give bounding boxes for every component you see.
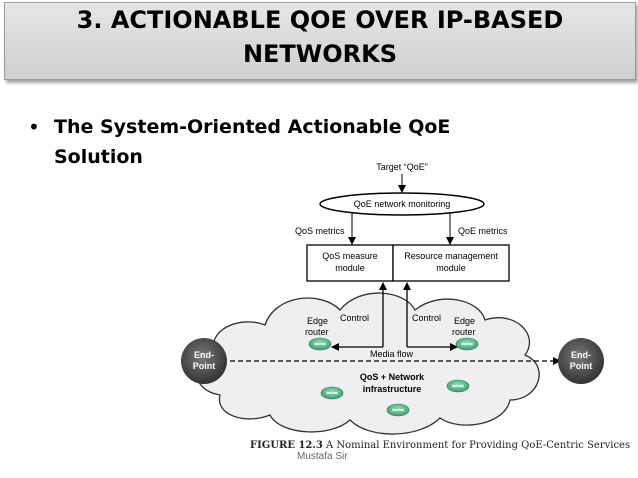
router-icon: [455, 337, 479, 351]
bullet-list: • The System-Oriented Actionable QoE Sol…: [28, 112, 528, 172]
edge-router-right-label-1: Edge: [454, 316, 475, 326]
slide-title-box: 3. ACTIONABLE QOE OVER IP-BASED NETWORKS: [4, 2, 636, 80]
control-left-label: Control: [340, 313, 369, 323]
slide-title-line-2: NETWORKS: [242, 40, 398, 68]
qos-metrics-label: QoS metrics: [295, 226, 345, 236]
qoe-diagram: Target “QoE” QoE network monitoring QoS …: [181, 162, 604, 435]
target-qoe-label: Target “QoE”: [376, 162, 428, 172]
qos-module-label-2: module: [335, 263, 365, 273]
bullet-item: • The System-Oriented Actionable QoE Sol…: [28, 112, 528, 172]
infrastructure-label-2: infrastructure: [363, 384, 422, 394]
infrastructure-label-1: QoS + Network: [360, 372, 425, 382]
qos-measure-module-box: [306, 244, 394, 282]
edge-router-right-label-2: router: [452, 327, 476, 337]
network-cloud: [196, 292, 540, 435]
rm-module-label-1: Resource management: [404, 251, 498, 261]
qoe-monitoring-ellipse: [319, 192, 485, 216]
figure-caption-text: A Nominal Environment for Providing QoE-…: [326, 440, 631, 451]
router-icon: [386, 403, 410, 417]
bullet-text-line-2: Solution: [54, 146, 143, 168]
endpoint-left-icon: [181, 338, 227, 384]
resource-management-module-box: [392, 244, 510, 282]
qoe-monitoring-label: QoE network monitoring: [354, 199, 451, 209]
media-flow-label: Media flow: [370, 349, 414, 359]
endpoint-right-icon: [558, 338, 604, 384]
endpoint-left-label-1: End-: [194, 350, 214, 360]
rm-module-label-2: module: [436, 263, 466, 273]
endpoint-left-label-2: Point: [193, 361, 216, 371]
router-icon: [308, 337, 332, 351]
qos-module-label-1: QoS measure: [322, 251, 378, 261]
router-icon: [320, 386, 344, 400]
control-right-label: Control: [412, 313, 441, 323]
qoe-metrics-label: QoE metrics: [458, 226, 508, 236]
endpoint-right-label-1: End-: [571, 350, 591, 360]
bullet-dot-icon: •: [28, 115, 40, 139]
figure-label: FIGURE 12.3: [250, 440, 323, 451]
edge-router-left-label-1: Edge: [307, 316, 328, 326]
endpoint-right-label-2: Point: [570, 361, 593, 371]
slide-title-line-1: 3. ACTIONABLE QOE OVER IP-BASED: [76, 6, 564, 34]
router-icon: [446, 379, 470, 393]
edge-router-left-label-2: router: [305, 327, 329, 337]
footer-author: Mustafa Sir: [297, 451, 348, 462]
bullet-text-line-1: The System-Oriented Actionable QoE: [54, 116, 451, 138]
figure-caption: FIGURE 12.3 A Nominal Environment for Pr…: [250, 440, 630, 451]
